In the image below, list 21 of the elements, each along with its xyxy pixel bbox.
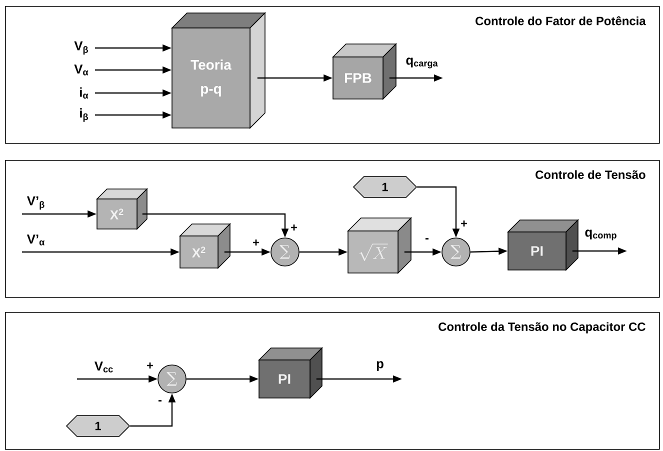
- sign-label: -: [158, 400, 162, 402]
- signal-label: i$_{β}$: [80, 108, 88, 122]
- signal-label: p: [375, 360, 385, 372]
- sign-label: +: [253, 239, 260, 246]
- sign-label: -: [425, 238, 429, 240]
- signal-label: V’$_{α}$: [26, 234, 46, 246]
- constant-hexagon: 1: [352, 176, 418, 198]
- signal-label: V$_{α}$: [74, 64, 88, 76]
- signal-label: i$_{α}$: [80, 87, 88, 99]
- panel-title: Controle da Tensão no Capacitor CC: [438, 322, 646, 334]
- constant-hexagon: 1: [66, 415, 130, 437]
- sign-label: +: [291, 224, 298, 231]
- signal-label: V’$_{β}$: [26, 195, 46, 211]
- panel-title: Controle do Fator de Potência: [476, 16, 646, 26]
- signal-label: V$_{β}$: [74, 41, 88, 55]
- sign-label: +: [461, 220, 468, 227]
- signal-label: q$_{carga}$: [404, 56, 440, 70]
- panel-title: Controle de Tensão: [536, 170, 646, 179]
- signal-label: V$_{cc}$: [93, 360, 115, 374]
- signal-label: q$_{comp}$: [584, 228, 618, 242]
- sign-label: +: [147, 362, 154, 369]
